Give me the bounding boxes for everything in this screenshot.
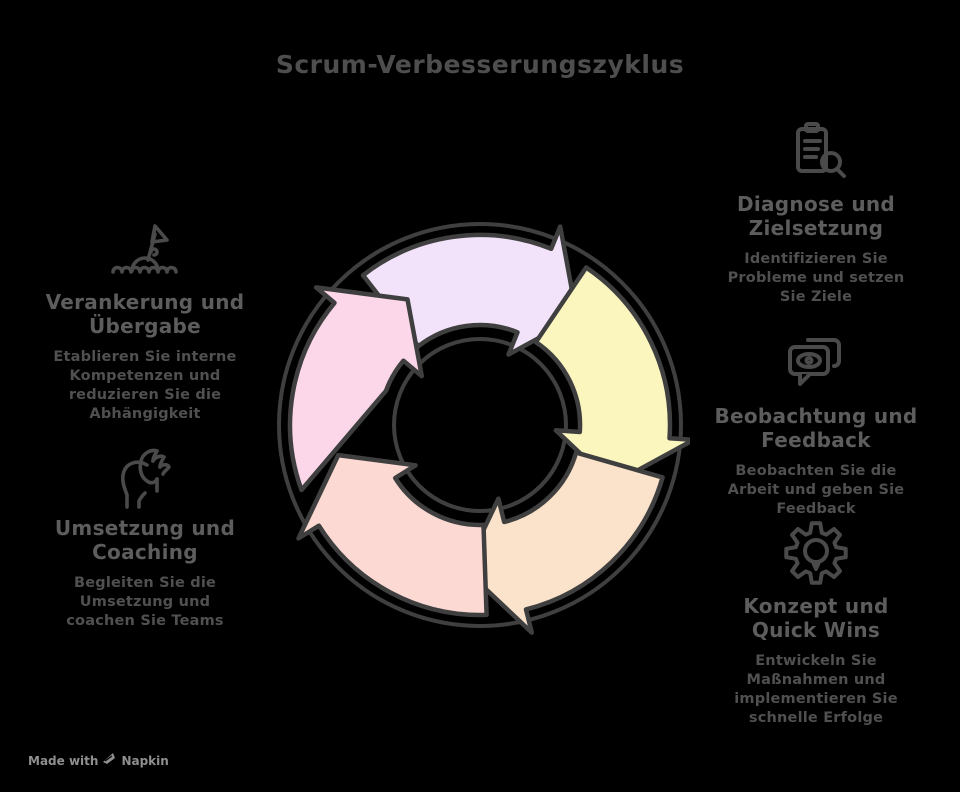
cycle-arrows-graphic xyxy=(277,222,696,635)
section-umsetzung-coaching: Umsetzung und Coaching Begleiten Sie die… xyxy=(28,442,262,631)
section-body: Beobachten Sie die Arbeit und geben Sie … xyxy=(727,463,905,518)
attribution-brand: Napkin xyxy=(121,753,169,768)
buoy-flag-icon xyxy=(28,216,262,286)
section-body: Begleiten Sie die Umsetzung und coachen … xyxy=(66,575,224,630)
section-verankerung-uebergabe: Verankerung und Übergabe Etablieren Sie … xyxy=(28,216,262,425)
section-diagnose-zielsetzung: Diagnose und Zielsetzung Identifizieren … xyxy=(700,118,932,307)
section-heading: Umsetzung und Coaching xyxy=(54,516,236,564)
eye-speech-bubble-icon xyxy=(700,330,932,400)
made-with-napkin-attribution: Made with Napkin xyxy=(28,753,169,768)
cycle-outer-ring xyxy=(277,222,683,628)
section-konzept-quick-wins: Konzept und Quick Wins Entwickeln Sie Ma… xyxy=(700,520,932,729)
gear-lightbulb-icon xyxy=(700,520,932,590)
section-body: Etablieren Sie interne Kompetenzen und r… xyxy=(53,349,237,423)
cycle-arrow-left xyxy=(287,285,425,493)
improvement-cycle-diagram xyxy=(270,208,696,642)
page-title: Scrum-Verbesserungszyklus xyxy=(275,50,685,79)
section-body: Entwickeln Sie Maßnahmen und implementie… xyxy=(734,653,898,727)
clipboard-search-icon xyxy=(700,118,932,188)
cycle-inner-ring xyxy=(392,337,568,513)
cycle-arrow-bottom xyxy=(296,452,489,618)
section-heading: Diagnose und Zielsetzung xyxy=(736,192,896,240)
cycle-arrow-right xyxy=(462,450,665,635)
napkin-pen-icon xyxy=(103,753,116,768)
section-beobachtung-feedback: Beobachtung und Feedback Beobachten Sie … xyxy=(700,330,932,519)
section-heading: Beobachtung und Feedback xyxy=(714,404,918,452)
cycle-arrow-top-left xyxy=(360,224,580,357)
section-body: Identifizieren Sie Probleme und setzen S… xyxy=(727,251,905,306)
section-heading: Verankerung und Übergabe xyxy=(45,290,245,338)
attribution-prefix: Made with xyxy=(28,753,99,768)
cycle-arrow-top-right xyxy=(533,265,696,487)
coaching-hand-icon xyxy=(28,442,262,512)
section-heading: Konzept und Quick Wins xyxy=(743,594,889,642)
